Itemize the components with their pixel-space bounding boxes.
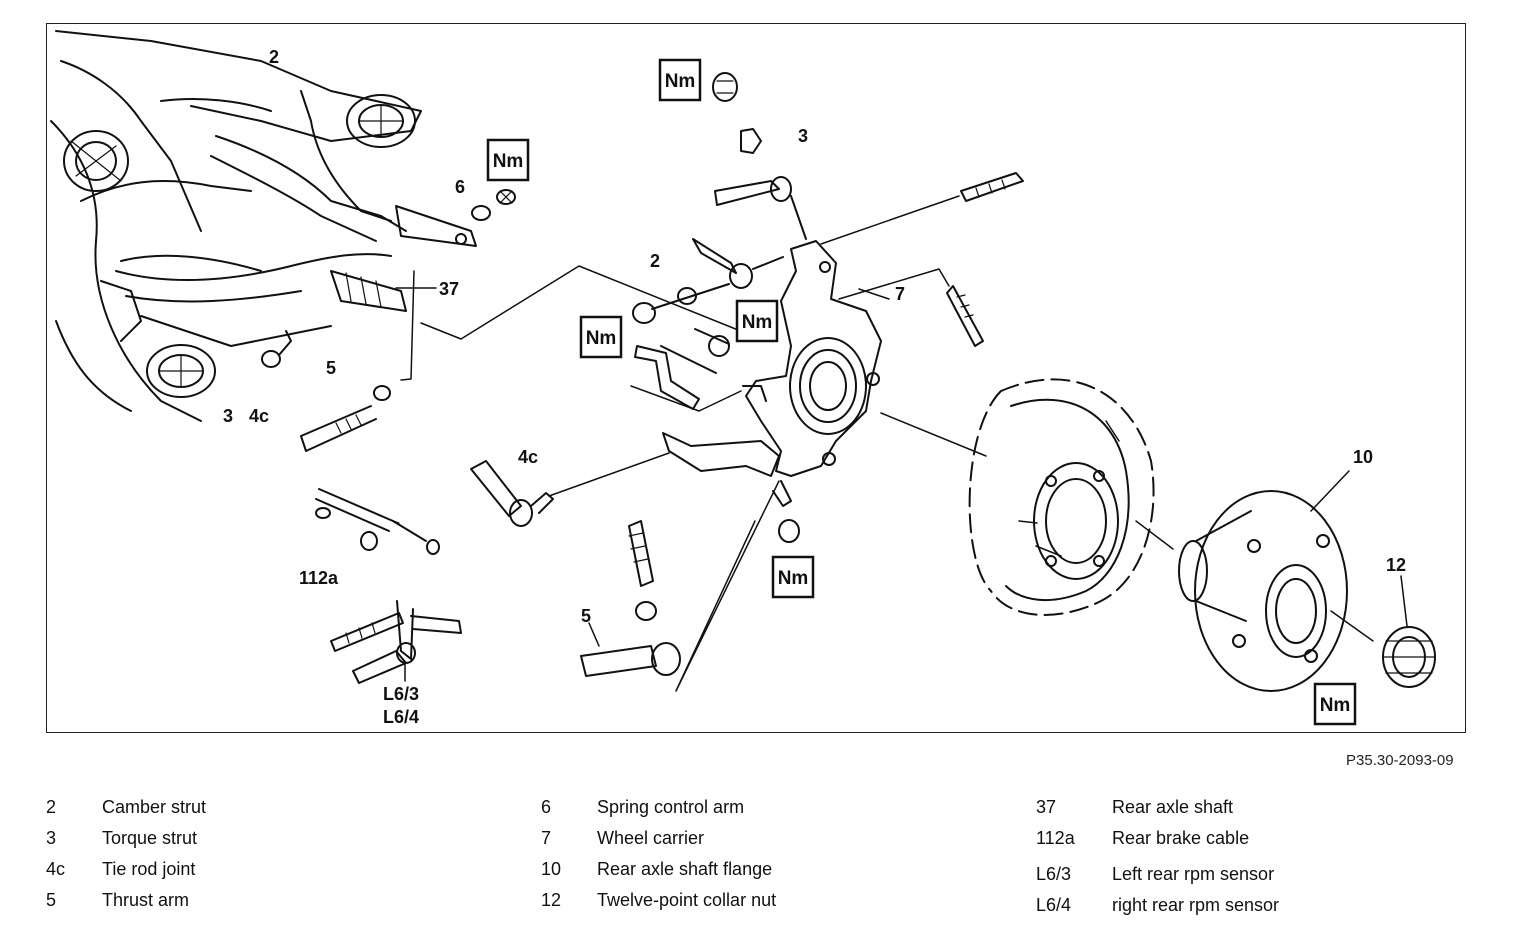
legend-row: 112a Rear brake cable [1036, 823, 1279, 854]
legend-number: L6/3 [1036, 864, 1072, 884]
legend-column-1: 2 Camber strut 3 Torque strut 4c Tie rod jo… [46, 792, 206, 916]
thrust-arm [580, 480, 780, 692]
svg-text:Nm: Nm [665, 71, 696, 92]
legend-row: L6/3 Left rear rpm sensor [1036, 859, 1279, 890]
legend-row: 37 Rear axle shaft [1036, 792, 1279, 823]
legend-description: Twelve-point collar nut [597, 890, 777, 910]
rear-axle-carrier [50, 30, 516, 452]
callout-3-left: 3 [223, 406, 233, 426]
callout-L6-3: L6/3 [383, 684, 419, 704]
legend-number: 10 [541, 859, 562, 879]
exploded-view-diagram: Nm Nm Nm Nm Nm Nm 2 3 3 4c 6 37 5 2 [50, 30, 1436, 727]
legend-description: Wheel carrier [597, 828, 705, 848]
legend-number: 6 [541, 797, 552, 817]
legend-description: right rear rpm sensor [1112, 895, 1280, 915]
legend-row: 10 Rear axle shaft flange [541, 854, 776, 885]
legend-description: Rear axle shaft [1112, 797, 1234, 817]
legend-description: Rear brake cable [1112, 828, 1250, 848]
legend-description: Thrust arm [102, 890, 190, 910]
legend-number: 12 [541, 890, 562, 910]
callout-4c-left: 4c [249, 406, 269, 426]
legend-row: 5 Thrust arm [46, 885, 206, 916]
svg-text:Nm: Nm [742, 312, 773, 333]
svg-text:Nm: Nm [493, 151, 524, 172]
legend-number: 3 [46, 828, 57, 848]
legend-row: 7 Wheel carrier [541, 823, 776, 854]
legend-number: L6/4 [1036, 895, 1072, 915]
callout-37: 37 [439, 279, 459, 299]
legend-number: 112a [1036, 828, 1075, 848]
legend-description: Spring control arm [597, 797, 745, 817]
svg-text:Nm: Nm [586, 328, 617, 349]
callout-L6-4: L6/4 [383, 707, 419, 727]
legend-row: 3 Torque strut [46, 823, 206, 854]
callout-5-left: 5 [326, 358, 336, 378]
callout-7: 7 [895, 284, 905, 304]
collar-nut [1330, 575, 1436, 688]
legend-number: 2 [46, 797, 57, 817]
legend-description: Rear axle shaft flange [597, 859, 773, 879]
callout-6: 6 [455, 177, 465, 197]
callout-4c-mid: 4c [518, 447, 538, 467]
brake-cable [315, 488, 440, 555]
legend-column-3: 37 Rear axle shaft 112a Rear brake cable L… [1036, 792, 1279, 921]
callout-labels: 2 3 3 4c 6 37 5 2 7 4c 112a 5 L6/3 L6/4 … [223, 47, 1406, 727]
legend-row: L6/4 right rear rpm sensor [1036, 890, 1279, 921]
legend-number: 37 [1036, 797, 1057, 817]
diagram-frame: Nm Nm Nm Nm Nm Nm 2 3 3 4c 6 37 5 2 [46, 23, 1466, 733]
nm-box-bottom: Nm [771, 555, 815, 599]
callout-12: 12 [1386, 555, 1406, 575]
legend-number: 5 [46, 890, 57, 910]
figure-reference: P35.30-2093-09 [1346, 752, 1454, 769]
wheel-carrier [662, 240, 890, 543]
svg-text:Nm: Nm [1320, 695, 1351, 716]
callout-10: 10 [1353, 447, 1373, 467]
svg-text:Nm: Nm [778, 568, 809, 589]
legend-description: Tie rod joint [102, 859, 196, 879]
rpm-sensors [330, 600, 462, 684]
legend-number: 4c [46, 859, 66, 879]
callout-2-mid: 2 [650, 251, 660, 271]
legend-description: Camber strut [102, 797, 207, 817]
legend-description: Torque strut [102, 828, 198, 848]
legend-row: 2 Camber strut [46, 792, 206, 823]
callout-3-top: 3 [798, 126, 808, 146]
tie-rod-joint [470, 452, 670, 527]
legend-row: 6 Spring control arm [541, 792, 776, 823]
callout-112a: 112a [299, 568, 339, 588]
callout-2-top: 2 [269, 47, 279, 67]
nm-box-mid: Nm [735, 299, 779, 343]
callout-5-bottom: 5 [581, 606, 591, 626]
legend-row: 12 Twelve-point collar nut [541, 885, 776, 916]
upper-struts [632, 72, 1024, 410]
nm-box-left: Nm [486, 138, 530, 182]
brake-backing-plate [880, 378, 1155, 616]
legend-column-2: 6 Spring control arm 7 Wheel carrier 10 Rea… [541, 792, 776, 916]
nm-box-top: Nm [658, 58, 702, 102]
legend-description: Left rear rpm sensor [1112, 864, 1275, 884]
legend-row: 4c Tie rod joint [46, 854, 206, 885]
legend-number: 7 [541, 828, 552, 848]
nm-torque-boxes: Nm Nm Nm Nm Nm Nm [486, 58, 1357, 726]
axle-shaft-flange [1135, 470, 1350, 692]
nm-box-right: Nm [1313, 682, 1357, 726]
nm-box-mid-left: Nm [579, 315, 623, 359]
